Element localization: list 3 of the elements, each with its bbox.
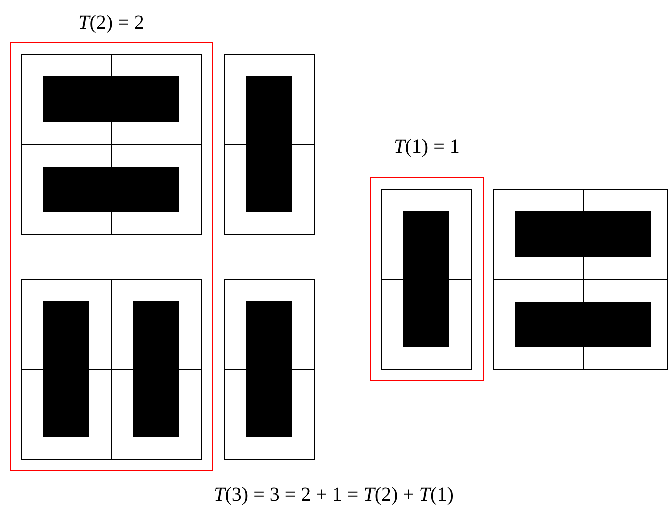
- count-heading: T(2) = 2: [78, 12, 144, 34]
- count-heading: T(1) = 1: [394, 136, 460, 158]
- recurrence-formula: T(3) = 3 = 2 + 1 = T(2) + T(1): [214, 484, 454, 506]
